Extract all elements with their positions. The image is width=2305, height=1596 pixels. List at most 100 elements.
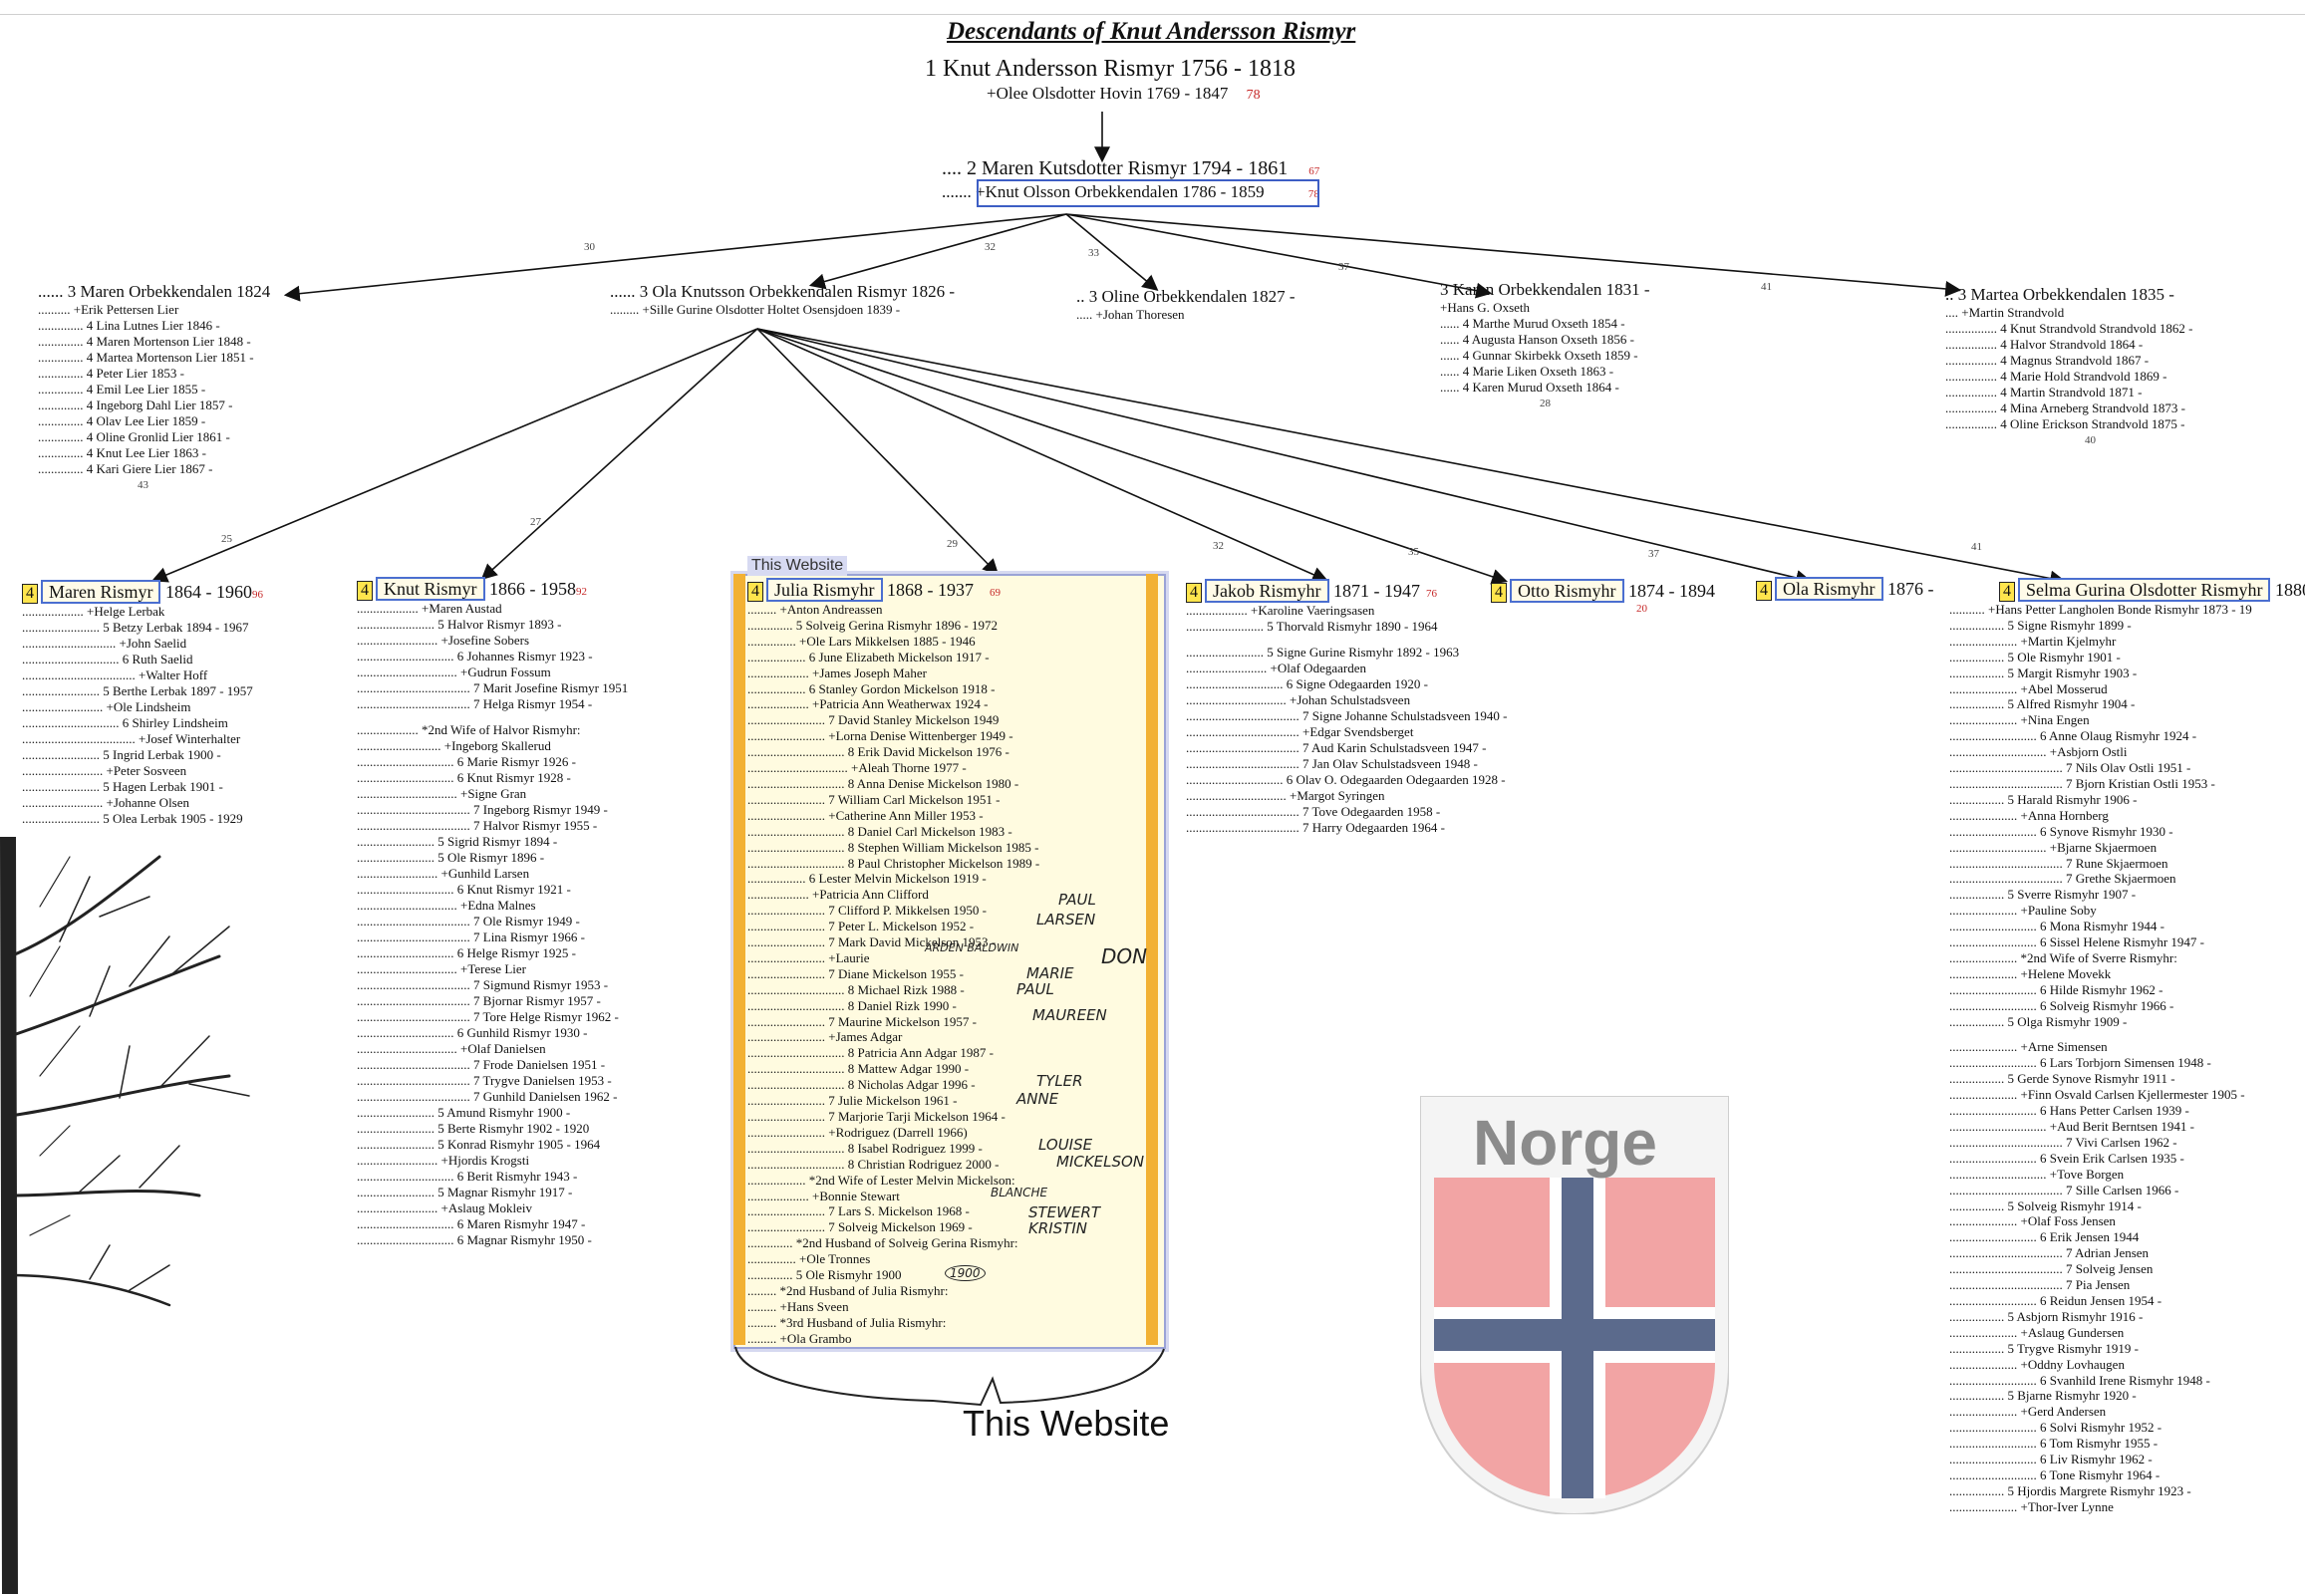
gen4-descendants: ........... +Hans Petter Langholen Bonde… (1949, 602, 2305, 1515)
list-item: ........................... 6 Mona Rismy… (1949, 919, 2164, 934)
list-item (357, 712, 628, 722)
list-item: ................. 5 Asbjorn Rismyhr 1916… (1949, 1308, 2144, 1324)
handwritten-note: MICKELSON (1056, 1153, 1145, 1171)
list-item: ........................... 6 Reidun Jen… (1949, 1292, 2162, 1308)
handwritten-note: LOUISE (1038, 1136, 1093, 1154)
list-item: ............................... +Gudrun … (357, 665, 551, 679)
list-item: .............................. 8 Daniel … (747, 823, 1012, 839)
list-item: .............................. 8 Mattew … (747, 1061, 970, 1077)
list-item: ................... +Helge Lerbak (22, 604, 165, 619)
list-item: .............................. 6 Gunhild… (357, 1025, 588, 1040)
list-item: ........................ 7 Lars S. Micke… (747, 1203, 970, 1219)
list-item: ........................... 6 Sissel Hel… (1949, 934, 2205, 950)
person-name: Maren Rismyr (41, 580, 161, 604)
list-item: ......... +Ola Grambo (747, 1330, 852, 1346)
list-item: .................. 6 June Elizabeth Mick… (747, 649, 990, 665)
handwritten-note: PAUL (1016, 980, 1054, 998)
gen3-label: ...... 3 Ola Knutsson Orbekkendalen Rism… (610, 282, 956, 301)
list-item: ................... +Patricia Ann Cliffo… (747, 887, 929, 903)
list-item: .............................. 6 Olav O.… (1186, 772, 1506, 787)
list-item: .............................. 8 Patrici… (747, 1045, 994, 1061)
list-item: ......... +Sille Gurine Olsdotter Holtet… (610, 302, 901, 317)
list-item: ................ 4 Oline Erickson Strand… (1945, 416, 2185, 431)
list-item: ........................... 6 Erik Jense… (1949, 1229, 2140, 1245)
list-item: ................. 5 Olga Rismyhr 1909 - (1949, 1013, 2128, 1029)
list-item: ............................... +Margot … (1186, 788, 1385, 803)
edge-count: 35 (1408, 546, 1419, 558)
list-item: ............................... +Johan S… (1186, 692, 1411, 707)
list-item: ............................... +Terese … (357, 961, 526, 976)
gen4-descendants: ................... +Karoline Vaeringsas… (1186, 603, 1507, 836)
list-item: ...... 4 Marthe Murud Oxseth 1854 - (1440, 316, 1625, 331)
list-item: ........................... 6 Liv Rismyh… (1949, 1452, 2153, 1467)
list-item: ................. 5 Margit Rismyhr 1903 … (1949, 665, 2138, 680)
list-item: ................ 4 Mina Arneberg Strandv… (1945, 400, 2185, 415)
list-item: ..................... +Thor-Iver Lynne (1949, 1498, 2114, 1514)
list-item: ...... 4 Augusta Hanson Oxseth 1856 - (1440, 332, 1634, 347)
generation-number: 4 (747, 582, 763, 602)
edge-count: 30 (584, 241, 595, 253)
list-item: ................ 4 Marie Hold Strandvold… (1945, 369, 2167, 384)
norge-shield-emblem (1420, 1096, 1729, 1514)
list-item: .............................. +Tove Bor… (1949, 1166, 2125, 1182)
top-rule (0, 14, 2305, 15)
list-item: ........................ 5 Betzy Lerbak … (22, 620, 249, 635)
person-name: Otto Rismyhr (1510, 579, 1624, 603)
chart-title: Descendants of Knut Andersson Rismyr (947, 18, 1356, 45)
list-item: ..... +Johan Thoresen (1076, 307, 1185, 322)
handwritten-note: DON (1101, 944, 1148, 968)
list-item: ......................... +Gunhild Larse… (357, 866, 530, 881)
list-item: ................. 5 Ole Rismyhr 1901 - (1949, 649, 2121, 665)
list-item: .......................... +Ingeborg Ska… (357, 738, 551, 753)
edge-count: 29 (947, 538, 958, 550)
list-item: .............. 4 Knut Lee Lier 1863 - (38, 445, 206, 460)
person-dates: 1868 - 1937 (887, 580, 975, 600)
list-item: .............. 4 Maren Mortenson Lier 18… (38, 334, 251, 349)
list-item: ........................ 5 Magnar Rismyh… (357, 1185, 573, 1199)
list-item: ................................... 7 Ol… (357, 914, 580, 929)
gen3-karen: 3 Karen Orbekkendalen 1831 - +Hans G. Ox… (1440, 280, 1650, 411)
list-item: ........................... 6 Solvi Rism… (1949, 1420, 2162, 1436)
descendant-count: 92 (576, 586, 588, 598)
website-highlight-panel (733, 574, 1166, 1349)
list-item: ........................... 6 Hilde Rism… (1949, 981, 2163, 997)
list-item: ........................ 5 Berthe Lerbak… (22, 683, 253, 698)
list-item: ........................ 7 Marjorie Tarj… (747, 1109, 1006, 1124)
list-item: ................................... +Wal… (22, 667, 208, 682)
list-item: .............................. 8 Anna De… (747, 775, 1019, 791)
list-item: ......................... +Josefine Sobe… (357, 633, 530, 648)
list-item: ........................ 5 Sigrid Rismyr… (357, 834, 558, 849)
list-item: ........................ +Catherine Ann … (747, 807, 984, 823)
list-item: ................... +James Joseph Maher (747, 665, 927, 680)
gen2-spouse: ....... +Knut Olsson Orbekkendalen 1786 … (942, 182, 1319, 202)
list-item: .............................. 6 Knut Ri… (357, 882, 571, 897)
handwritten-note: BLANCHE (991, 1186, 1048, 1199)
person-dates: 1874 - 1894 (1628, 581, 1716, 601)
gen3-label: .. 3 Martea Orbekkendalen 1835 - (1945, 285, 2174, 304)
list-item: ............................. +John Sael… (22, 636, 187, 651)
gen3-count: 40 (2085, 434, 2096, 446)
list-item: .............. 4 Olav Lee Lier 1859 - (38, 413, 206, 428)
list-item: ..................... +Pauline Soby (1949, 903, 2097, 919)
list-item: ........................ 7 Maurine Micke… (747, 1013, 978, 1029)
handwritten-note: PAUL (1058, 891, 1096, 909)
list-item: .............. 5 Ole Rismyhr 1900 (747, 1267, 902, 1283)
handwritten-note: LARSEN (1036, 911, 1096, 929)
list-item: .............................. +Asbjorn … (1949, 744, 2128, 760)
gen3-maren: ...... 3 Maren Orbekkendalen 1824 ......… (38, 282, 270, 493)
gen2-spouse-box (977, 179, 1319, 207)
list-item: ................................... 7 Si… (357, 977, 609, 992)
list-item: ............................... +Aleah T… (747, 760, 967, 776)
person-name: Selma Gurina Olsdotter Rismyhr (2018, 578, 2271, 602)
list-item: ........................... 6 Lars Torbj… (1949, 1055, 2211, 1071)
list-item: .............................. 6 Johanne… (357, 649, 593, 664)
list-item: ................. 5 Alfred Rismyhr 1904 … (1949, 696, 2136, 712)
